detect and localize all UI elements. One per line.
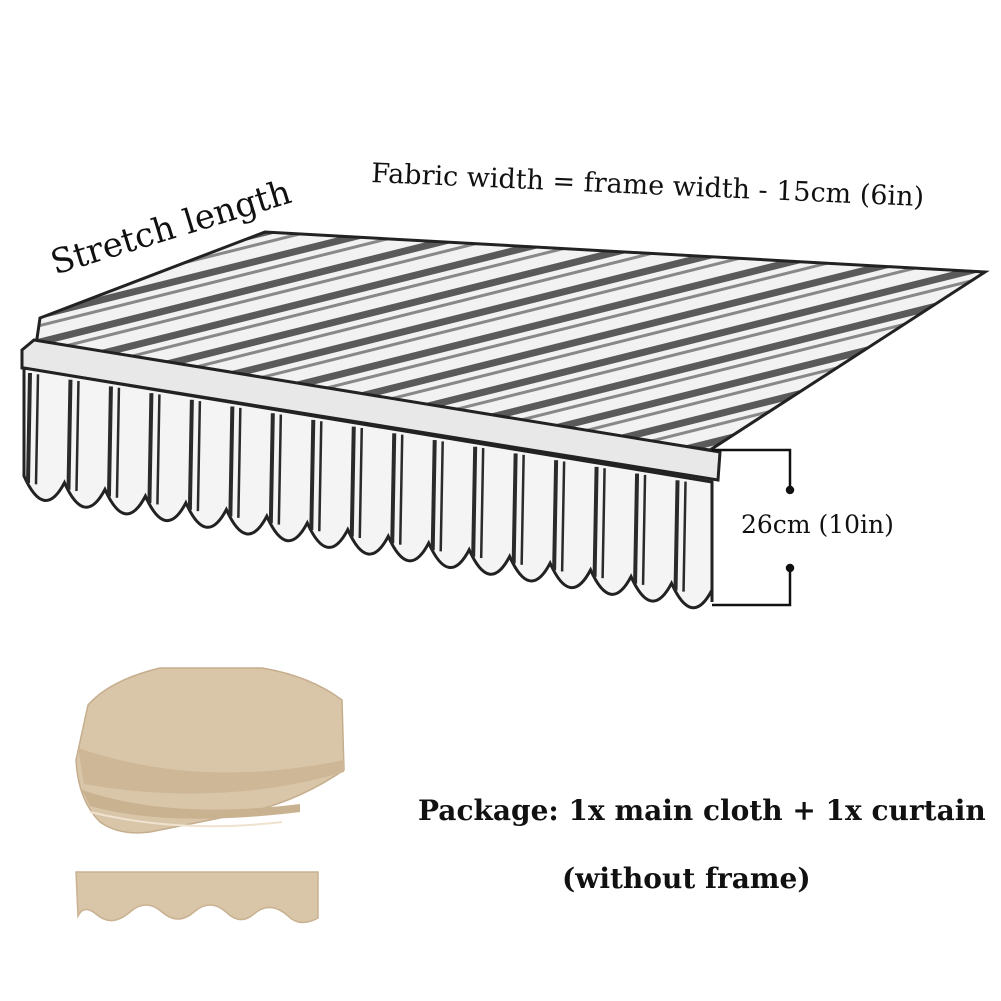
valance-stripe	[358, 427, 364, 538]
valance-stripe	[471, 446, 478, 557]
valance-stripe	[398, 434, 404, 545]
valance-stripe	[520, 454, 525, 565]
package-note-text: (without frame)	[562, 862, 811, 895]
valance-stripe	[439, 441, 444, 552]
valance-stripe	[106, 386, 113, 497]
valance-height-label: 26cm (10in)	[741, 510, 894, 539]
valance-stripe	[187, 399, 194, 510]
valance-stripe	[682, 481, 687, 592]
valance-stripe	[309, 419, 316, 530]
valance-stripe	[196, 401, 202, 512]
valance-stripe	[430, 440, 437, 551]
valance-stripe	[156, 394, 161, 505]
package-contents-text: Package: 1x main cloth + 1x curtain	[418, 794, 986, 827]
valance-stripe	[511, 453, 518, 564]
valance-stripe	[673, 480, 680, 591]
valance-stripe	[552, 460, 559, 571]
valance-stripe	[318, 421, 323, 532]
valance-body	[22, 366, 714, 610]
valance-stripe	[633, 473, 640, 584]
valance-stripe	[479, 448, 485, 559]
valance-stripe	[390, 433, 397, 544]
valance-stripe	[237, 407, 242, 518]
valance-stripe	[34, 374, 40, 485]
valance-stripe	[26, 372, 32, 484]
valance-stripe	[75, 381, 80, 492]
valance-stripe	[560, 461, 566, 572]
valance-stripe	[268, 413, 275, 524]
valance-stripe	[66, 379, 73, 490]
height-dimension-bracket	[712, 448, 795, 607]
awning-front-rail	[20, 338, 722, 482]
valance-stripe	[349, 426, 356, 537]
valance-stripe	[592, 466, 599, 577]
valance-stripe	[277, 414, 283, 525]
awning-valance	[22, 366, 714, 610]
folded-main-cloth-image	[75, 667, 345, 834]
valance-stripe	[147, 393, 154, 504]
valance-stripe	[601, 468, 606, 579]
curtain-image	[75, 871, 319, 924]
valance-stripe	[115, 387, 121, 498]
valance-stripe	[228, 406, 235, 517]
valance-stripe	[641, 474, 647, 585]
